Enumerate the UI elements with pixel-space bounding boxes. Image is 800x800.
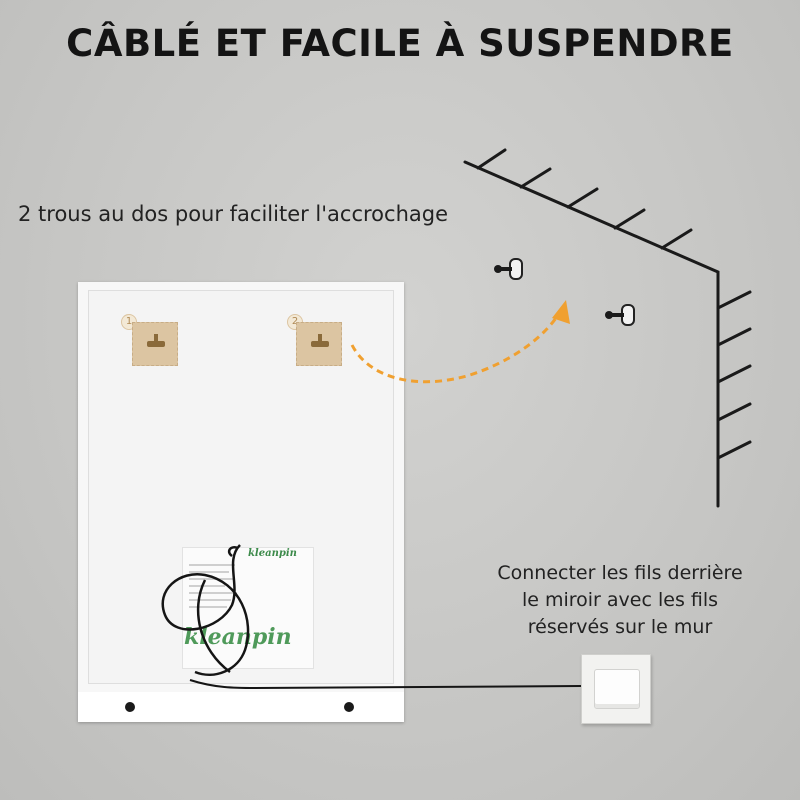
wires-caption-line-1: Connecter les fils derrière [497, 562, 743, 584]
spec-text-line [189, 592, 237, 594]
bottom-screw-hole-left [125, 702, 135, 712]
spec-text-line [189, 571, 229, 573]
switch-rocker [594, 669, 640, 709]
cable-coil-icon [161, 544, 250, 677]
spec-text-line [189, 564, 235, 566]
bottom-screw-hole-right [344, 702, 354, 712]
product-label-sticker [182, 547, 314, 669]
hanging-pad-1 [132, 322, 178, 366]
wires-caption: Connecter les fils derrière le miroir av… [470, 560, 770, 641]
hanging-hook-icon [311, 334, 329, 347]
hanging-hook-icon [147, 334, 165, 347]
wall-screw-icon [494, 258, 523, 280]
wall-hatching-icon [463, 148, 752, 508]
hanging-pad-2 [296, 322, 342, 366]
spec-text-line [189, 599, 231, 601]
connection-cable [189, 679, 582, 690]
page-title: CÂBLÉ ET FACILE À SUSPENDRE [66, 22, 734, 65]
holes-caption: 2 trous au dos pour faciliter l'accrocha… [18, 202, 448, 226]
dashed-curved-arrow-icon [350, 300, 570, 384]
spec-text-line [189, 606, 227, 608]
spec-text-line [189, 578, 233, 580]
wall-switch [581, 654, 651, 724]
wall-screw-icon [605, 304, 635, 326]
spec-text-line [189, 585, 225, 587]
wires-caption-line-2: le miroir avec les fils [521, 589, 719, 611]
wires-caption-line-3: réservés sur le mur [527, 616, 713, 638]
brand-logo-small: kleanpin [248, 548, 297, 559]
